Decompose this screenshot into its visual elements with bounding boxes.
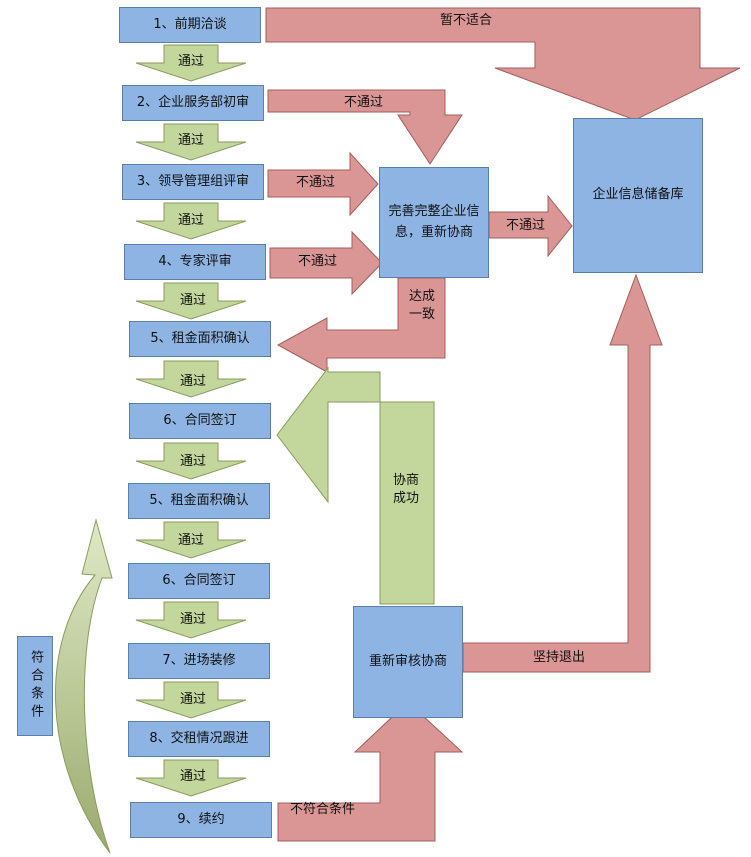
improve-info-box: 完善完整企业信息，重新协商 <box>379 167 489 278</box>
step-1-box: 1、前期洽谈 <box>119 7 261 43</box>
exit-label: 坚持退出 <box>533 650 586 665</box>
agreed-label: 达成一致 <box>408 289 435 322</box>
pass-label-3: 通过 <box>178 213 205 228</box>
step-2-box: 2、企业服务部初审 <box>122 85 264 121</box>
pass-arrow-10 <box>135 759 247 797</box>
pass-label-4: 通过 <box>180 293 207 308</box>
improve-info-label: 完善完整企业信息，重新协商 <box>388 204 480 240</box>
pass-arrows <box>135 44 247 797</box>
step-2-label: 2、企业服务部初审 <box>136 94 250 110</box>
pass-label-7: 通过 <box>178 533 205 548</box>
unsuitable-arrow <box>265 7 741 121</box>
step-3-label: 3、领导管理组评审 <box>136 173 250 189</box>
pass-label-8: 通过 <box>180 612 207 627</box>
step-7-box: 5、租金面积确认 <box>128 483 270 519</box>
fail-label-step4: 不通过 <box>298 254 338 269</box>
fail-label-step2: 不通过 <box>344 95 384 110</box>
pass-label-9: 通过 <box>180 692 207 707</box>
pass-arrow-4 <box>135 282 247 320</box>
step-8-label: 6、合同签订 <box>162 572 236 588</box>
fail-arrow-step2 <box>267 89 463 165</box>
pass-label-5: 通过 <box>180 374 207 389</box>
qualified-curve-arrow <box>55 518 113 854</box>
pass-arrow-2 <box>135 123 247 161</box>
not-qualified-label: 不符合条件 <box>290 802 356 817</box>
unsuitable-label: 暂不适合 <box>440 13 493 28</box>
step-10-label: 8、交租情况跟进 <box>149 730 249 746</box>
exit-arrow <box>462 273 663 673</box>
success-arrow <box>276 366 435 605</box>
step-5-box: 5、租金面积确认 <box>129 321 271 357</box>
success-label: 协商成功 <box>392 473 419 506</box>
reserve-database-box: 企业信息储备库 <box>573 118 703 273</box>
pass-arrow-9 <box>135 681 247 719</box>
step-9-box: 7、进场装修 <box>128 643 270 679</box>
renegotiate-label: 重新审核协商 <box>368 653 447 669</box>
step-6-label: 6、合同签订 <box>163 412 237 428</box>
step-11-label: 9、续约 <box>177 811 225 827</box>
step-11-box: 9、续约 <box>130 802 272 838</box>
step-5-label: 5、租金面积确认 <box>150 330 250 346</box>
fail-arrow-step4 <box>269 230 383 296</box>
step-8-box: 6、合同签订 <box>128 563 270 599</box>
pass-arrow-6 <box>135 442 247 480</box>
step-1-label: 1、前期洽谈 <box>153 16 227 32</box>
agreed-arrow <box>276 277 446 373</box>
step-7-label: 5、租金面积确认 <box>149 492 249 508</box>
step-6-box: 6、合同签订 <box>129 403 271 439</box>
fail-label-step3: 不通过 <box>296 175 336 190</box>
step-9-label: 7、进场装修 <box>162 652 236 668</box>
step-3-box: 3、领导管理组评审 <box>122 164 264 200</box>
pass-arrow-8 <box>135 601 247 639</box>
pass-label-10: 通过 <box>180 769 207 784</box>
fail-arrow-to-reserve <box>488 194 573 258</box>
qualified-box: 符合条件 <box>17 636 53 736</box>
qualified-label: 符合条件 <box>28 650 44 722</box>
pass-arrow-1 <box>135 44 247 82</box>
pass-arrow-7 <box>135 521 247 559</box>
step-4-box: 4、专家评审 <box>124 244 266 280</box>
pass-label-6: 通过 <box>180 454 207 469</box>
not-qualified-arrow <box>277 701 464 842</box>
pass-label-1: 通过 <box>178 54 205 69</box>
renegotiate-box: 重新审核协商 <box>353 606 463 718</box>
step-4-label: 4、专家评审 <box>158 253 232 269</box>
step-10-box: 8、交租情况跟进 <box>128 721 270 757</box>
fail-label-to-reserve: 不通过 <box>506 218 546 233</box>
pass-arrow-3 <box>135 202 247 240</box>
reserve-database-label: 企业信息储备库 <box>592 187 684 203</box>
pass-arrow-5 <box>135 360 247 398</box>
fail-arrow-step3 <box>267 151 379 217</box>
pass-label-2: 通过 <box>178 133 205 148</box>
